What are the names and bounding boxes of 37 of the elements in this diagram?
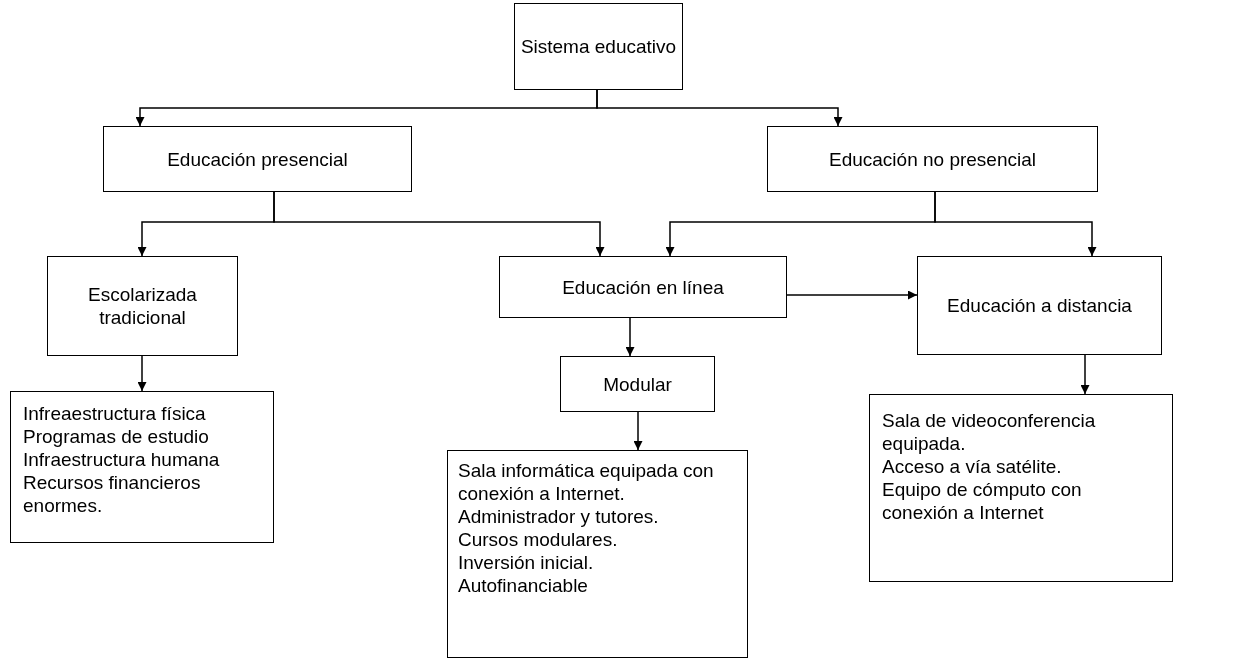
list-box: [10, 391, 274, 543]
process-box: [47, 256, 238, 356]
list-box: [447, 450, 748, 658]
list-item: Programas de estudio: [23, 425, 209, 448]
process-box: [499, 256, 787, 318]
box-label: Educación a distancia: [947, 294, 1132, 317]
process-box: [767, 126, 1098, 192]
process-box: [103, 126, 412, 192]
box-label: Educación no presencial: [829, 147, 1036, 171]
process-box: [514, 3, 683, 90]
list-item: Administrador y tutores.: [458, 505, 659, 528]
arrow: [786, 290, 918, 300]
process-box: [917, 256, 1162, 355]
list-item: Equipo de cómputo con conexión a Internet: [882, 478, 1083, 524]
arrow: [633, 411, 643, 451]
list-item: Cursos modulares.: [458, 528, 618, 551]
box-label: Escolarizada tradicional: [87, 283, 198, 329]
arrow: [625, 317, 635, 357]
list-box: [869, 394, 1173, 582]
box-label: Modular: [603, 372, 672, 396]
list-item: Autofinanciable: [458, 574, 588, 597]
list-item: Infreaestructura física: [23, 402, 206, 425]
box-label: Educación presencial: [167, 147, 348, 171]
list-item: Acceso a vía satélite.: [882, 455, 1062, 478]
process-box: [560, 356, 715, 412]
arrow: [273, 191, 605, 257]
list-item: Inversión inicial.: [458, 551, 594, 574]
list-item: Recursos financieros enormes.: [23, 471, 202, 517]
box-label: Sistema educativo: [520, 35, 677, 58]
arrow: [137, 355, 147, 392]
list-item: Sala informática equipada con conexión a Internet.: [458, 459, 715, 505]
list-item: Infraestructura humana: [23, 448, 220, 471]
arrow: [596, 89, 843, 127]
box-label: Educación en línea: [562, 275, 724, 299]
arrow: [1080, 354, 1090, 395]
list-item: Sala de videoconferencia equipada.: [882, 409, 1097, 455]
arrow: [934, 191, 1097, 257]
